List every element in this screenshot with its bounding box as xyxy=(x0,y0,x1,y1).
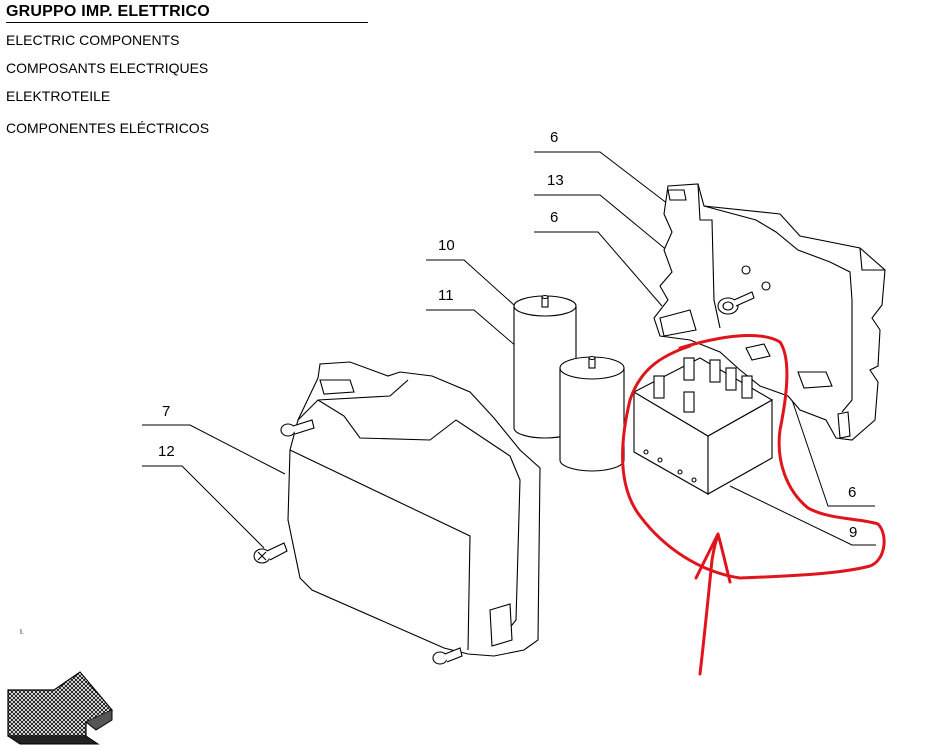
page-title: GRUPPO IMP. ELETTRICO xyxy=(6,3,368,23)
cover-screw xyxy=(280,419,463,665)
screw-part xyxy=(717,291,755,315)
screw-part-12 xyxy=(253,542,288,564)
subtitle-spanish: COMPONENTES ELÉCTRICOS xyxy=(6,120,210,136)
relay-part xyxy=(632,357,774,495)
cover-part xyxy=(287,361,541,657)
callout-label: 6 xyxy=(848,484,856,501)
subtitle-french: COMPOSANTS ELECTRIQUES xyxy=(6,60,209,76)
annotation-highlight xyxy=(621,333,886,676)
direction-arrow-icon xyxy=(7,671,113,745)
callout-label: 6 xyxy=(550,209,558,226)
callout-label: 6 xyxy=(550,129,558,146)
callout-label: 13 xyxy=(547,172,564,189)
callout-label: 7 xyxy=(162,403,170,420)
page-header: GRUPPO IMP. ELETTRICO ELECTRIC COMPONENT… xyxy=(6,3,368,136)
subtitle-german: ELEKTROTEILE xyxy=(6,88,111,104)
capacitor-small-part xyxy=(559,355,625,472)
callout-label: 12 xyxy=(158,443,175,460)
callout-label: 10 xyxy=(438,237,455,254)
mounting-bracket-part xyxy=(653,183,886,441)
callout-label: 11 xyxy=(438,287,454,304)
subtitle-english: ELECTRIC COMPONENTS xyxy=(6,32,180,48)
margin-mark: I. xyxy=(20,629,24,636)
callout-label: 9 xyxy=(849,524,857,541)
